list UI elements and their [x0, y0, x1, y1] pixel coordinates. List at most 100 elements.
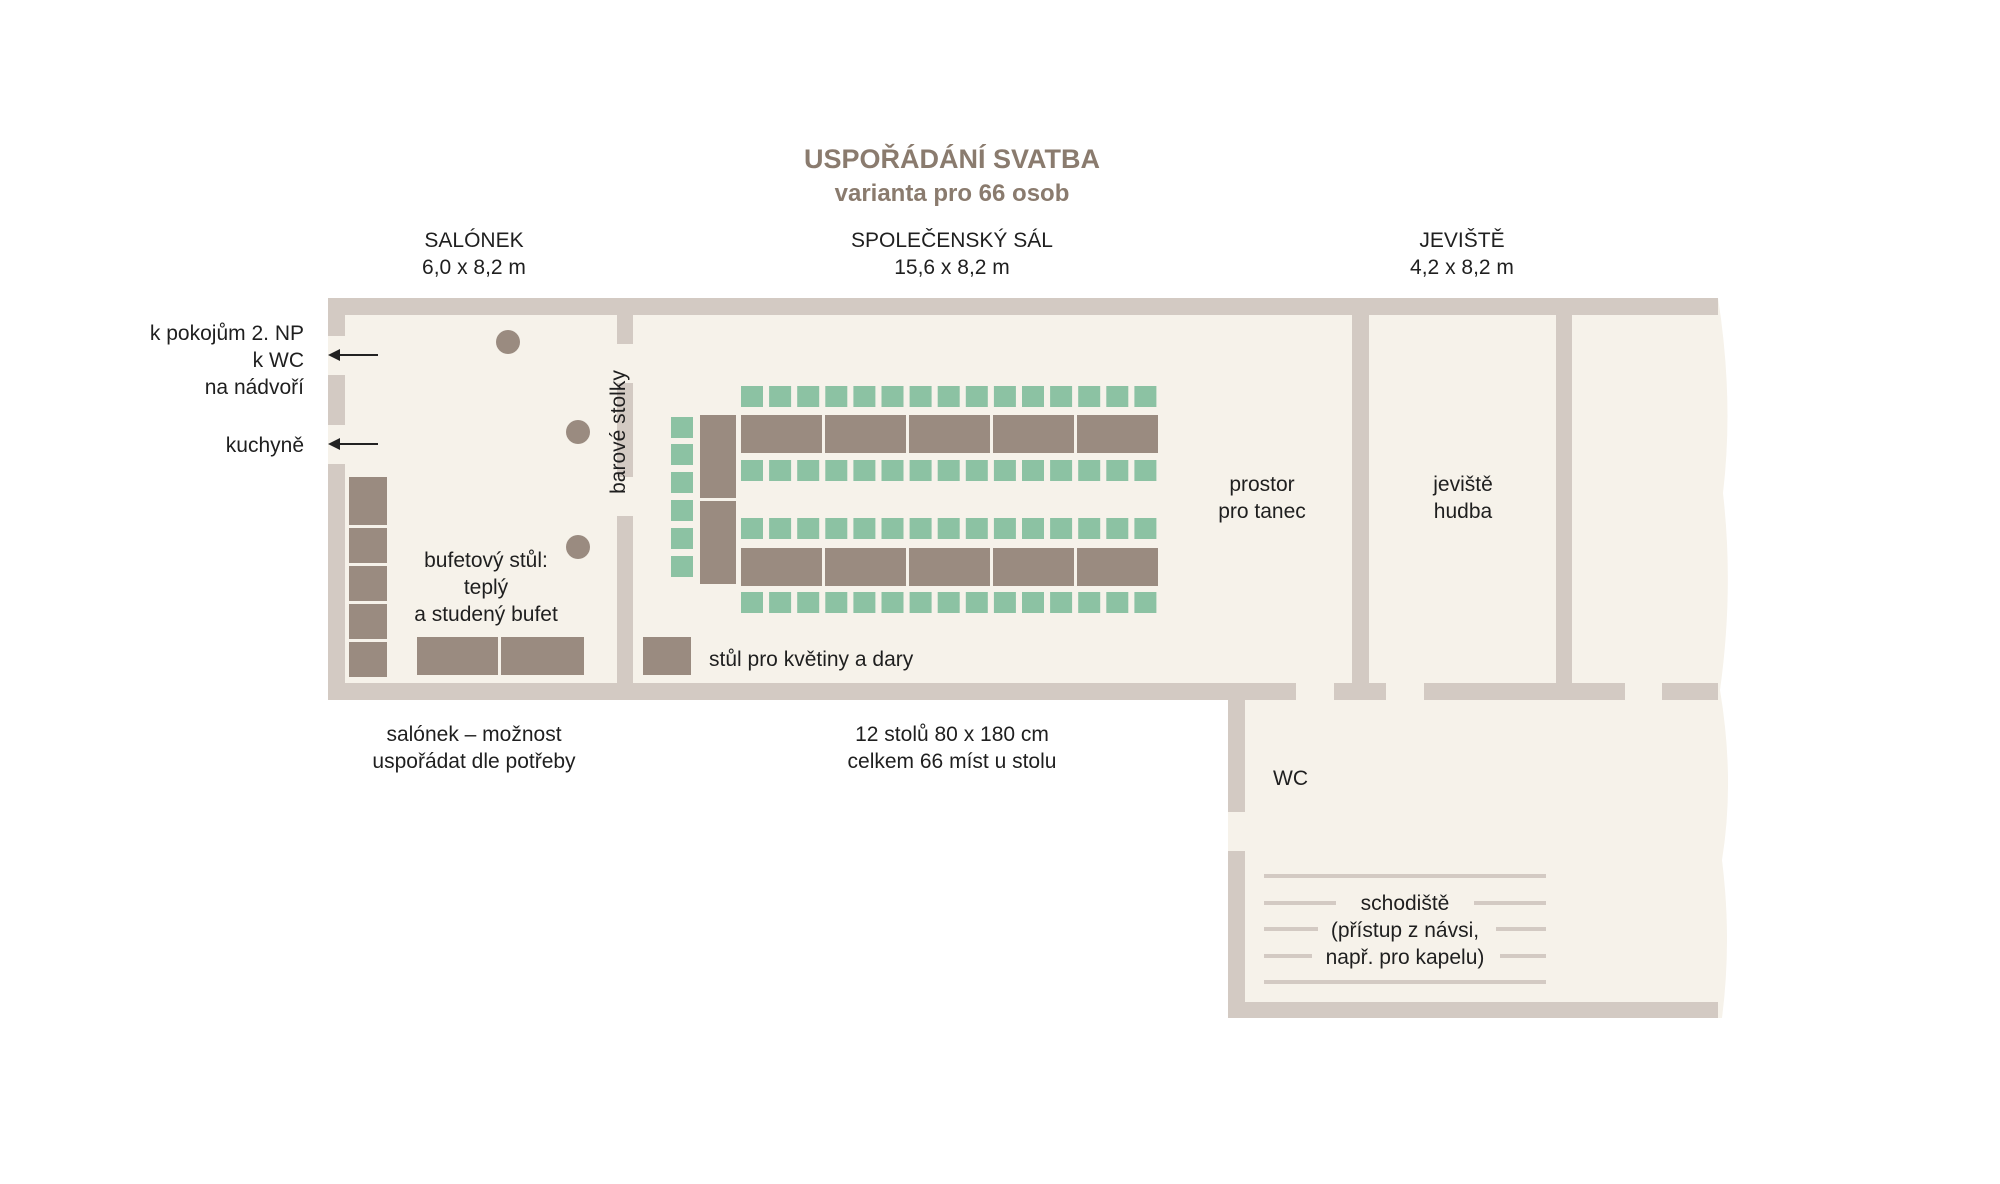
chair: [853, 518, 876, 539]
buffet-table-vertical: [349, 477, 387, 677]
head-table: [700, 415, 736, 584]
chair: [741, 460, 763, 481]
chair: [1050, 592, 1073, 613]
walls: [328, 298, 1718, 1018]
chair: [825, 518, 848, 539]
lower-floor: [1228, 690, 1729, 1018]
salonek-name: SALÓNEK: [424, 229, 523, 252]
chair: [993, 460, 1016, 481]
chair: [1134, 592, 1157, 613]
chair: [1106, 518, 1129, 539]
wall-bottom-left: [328, 683, 1296, 700]
chair: [825, 460, 848, 481]
chair: [881, 460, 904, 481]
direction-rooms: k pokojům 2. NP: [150, 322, 304, 345]
wall-bottom-seg4: [1662, 683, 1718, 700]
chair: [993, 592, 1016, 613]
banquet-table: [741, 548, 822, 586]
chair: [797, 592, 820, 613]
jeviste-size: 4,2 x 8,2 m: [1410, 256, 1514, 279]
direction-arrows: [328, 349, 378, 450]
floors: [328, 298, 1729, 1018]
sal-name: SPOLEČENSKÝ SÁL: [851, 229, 1053, 252]
chair: [993, 518, 1016, 539]
chair: [853, 386, 876, 407]
tables-note-2: celkem 66 míst u stolu: [848, 750, 1057, 773]
banquet-table: [993, 548, 1074, 586]
partition-middle: [617, 383, 633, 477]
chair: [741, 592, 763, 613]
banquet-table: [993, 415, 1074, 453]
chair: [1050, 518, 1073, 539]
stairs: [1264, 874, 1546, 984]
chair: [1134, 460, 1157, 481]
chair: [965, 592, 988, 613]
chair: [769, 518, 792, 539]
head-table-chairs: [671, 417, 693, 577]
chair: [853, 592, 876, 613]
salonek-note-2: uspořádat dle potřeby: [372, 750, 576, 773]
chair: [769, 592, 792, 613]
buffet-label-2: teplý: [464, 576, 509, 599]
chair: [1106, 592, 1129, 613]
banquet-tables: [741, 415, 1158, 586]
wc-left-wall-upper: [1228, 700, 1245, 812]
chair: [1022, 518, 1044, 539]
chair: [797, 386, 820, 407]
banquet-table: [825, 415, 906, 453]
chair: [1050, 460, 1073, 481]
chair: [741, 386, 763, 407]
chair: [937, 460, 960, 481]
chair: [965, 460, 988, 481]
chair: [937, 592, 960, 613]
main-floor: [328, 298, 1728, 690]
chair: [937, 386, 960, 407]
chair: [1078, 386, 1101, 407]
chair: [1078, 460, 1101, 481]
chair: [1078, 592, 1101, 613]
stairs-label-3: např. pro kapelu): [1326, 946, 1485, 969]
wall-bottom-seg3: [1424, 683, 1625, 700]
flowers-table-label: stůl pro květiny a dary: [709, 648, 914, 671]
banquet-table: [741, 415, 822, 453]
stage-label-1: jeviště: [1432, 473, 1493, 496]
chair: [881, 518, 904, 539]
chair: [909, 386, 932, 407]
chair: [1022, 592, 1044, 613]
banquet-layout: [671, 386, 1158, 613]
direction-courtyard: na nádvoří: [205, 376, 304, 399]
chair: [1134, 386, 1157, 407]
salonek-note-1: salónek – možnost: [386, 723, 561, 746]
tables-note-1: 12 stolů 80 x 180 cm: [855, 723, 1049, 746]
chair: [909, 518, 932, 539]
wall-left-middle: [328, 375, 345, 425]
chair: [797, 460, 820, 481]
chair: [1022, 460, 1044, 481]
partition-upper: [617, 315, 633, 344]
partition-lower: [617, 516, 633, 683]
direction-wc: k WC: [253, 349, 304, 372]
sal-size: 15,6 x 8,2 m: [894, 256, 1010, 279]
chair: [1050, 386, 1073, 407]
bar-table: [566, 420, 590, 444]
chair: [965, 386, 988, 407]
chair: [965, 518, 988, 539]
buffet-label-1: bufetový stůl:: [424, 549, 548, 572]
wall-left-lower: [328, 464, 345, 700]
arrow-left-icon: [328, 349, 378, 361]
chair: [825, 592, 848, 613]
wall-left-upper: [328, 298, 345, 336]
chair: [797, 518, 820, 539]
chair: [853, 460, 876, 481]
plan-subtitle: varianta pro 66 osob: [835, 180, 1070, 207]
jeviste-name: JEVIŠTĚ: [1419, 229, 1504, 252]
bar-table: [566, 535, 590, 559]
salonek-furniture: [349, 330, 691, 677]
stage-label-2: hudba: [1434, 500, 1493, 523]
chair: [741, 518, 763, 539]
flowers-table: [643, 637, 691, 675]
chair: [909, 460, 932, 481]
arrow-left-icon: [328, 438, 378, 450]
chair: [769, 386, 792, 407]
